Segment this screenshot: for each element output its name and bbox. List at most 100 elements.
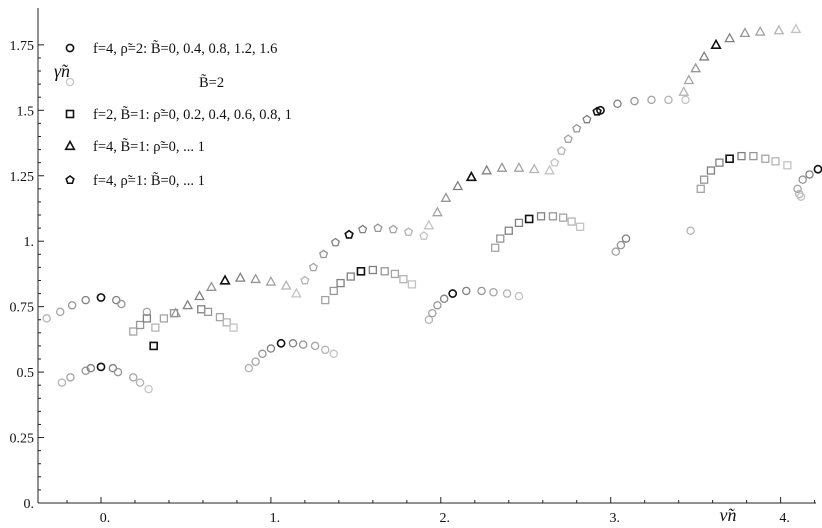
square-point [524, 214, 534, 224]
x-tick-label: 0. [100, 511, 111, 526]
triangle-point [754, 25, 766, 36]
circle-point [462, 286, 471, 296]
square-point [159, 314, 169, 323]
y-tick-label: 0.25 [10, 432, 35, 447]
triangle-point [690, 62, 702, 73]
legend-pentagon-marker [65, 175, 75, 185]
circle-point [276, 338, 286, 348]
triangle-point [710, 38, 722, 49]
pentagon-point [308, 262, 318, 272]
circle-point [144, 384, 153, 394]
circle-point [108, 363, 118, 373]
circle-point [813, 164, 822, 174]
circle-point [796, 192, 806, 201]
triangle-point [678, 86, 690, 96]
x-axis-title: ν̃n [720, 505, 737, 525]
square-point [558, 213, 568, 222]
square-point [725, 154, 734, 164]
circle-point [321, 345, 330, 355]
square-point [229, 323, 238, 332]
circle-point [489, 288, 498, 297]
square-point [215, 312, 225, 322]
square-point [536, 212, 546, 221]
triangle-point [528, 163, 540, 174]
x-tick-label: 4. [779, 511, 790, 526]
circle-point [258, 349, 267, 359]
triangle-point [170, 307, 182, 318]
y-axis-title: γ̃n [54, 61, 70, 81]
triangle-point [250, 273, 262, 284]
square-point [197, 305, 206, 314]
axes: 0.0.250.50.751.1.251.51.750.1.2.3.4. [10, 8, 816, 526]
circle-point [135, 378, 145, 387]
legend: f=4, ρ̃=2: B̃=0, 0.4, 0.8, 1.2, 1.6B̃=2 f… [64, 40, 292, 189]
pentagon-point [318, 249, 329, 259]
triangle-point [739, 27, 751, 38]
triangle-point [496, 162, 508, 172]
square-point [575, 222, 585, 231]
circle-point [477, 286, 486, 296]
triangle-point [698, 50, 710, 61]
pentagon-point [563, 134, 573, 143]
circle-point [613, 99, 622, 109]
x-tick-label: 2. [440, 511, 451, 526]
pentagon-point [572, 123, 582, 133]
square-point [548, 212, 558, 221]
triangle-point [683, 74, 695, 85]
circle-point [244, 363, 254, 373]
circle-point [57, 378, 67, 387]
triangle-point [440, 192, 452, 202]
square-point [203, 307, 213, 317]
pentagon-point [388, 224, 398, 234]
triangle-point [265, 275, 277, 286]
triangle-point [290, 287, 302, 298]
triangle-point [432, 206, 443, 217]
pentagon-point [344, 229, 354, 239]
circle-point [630, 96, 639, 106]
circle-point [67, 301, 77, 310]
y-tick-label: 0.75 [10, 301, 35, 316]
circle-point [681, 95, 690, 105]
triangle-point [206, 281, 217, 291]
circle-point [81, 366, 90, 376]
circle-point [616, 240, 626, 250]
triangle-point [194, 290, 205, 301]
circle-point [433, 301, 442, 310]
y-tick-label: 1.5 [17, 104, 35, 119]
circle-point [288, 339, 298, 348]
legend-entry-label: f=4, ρ̃=1: B̃=0, ... 1 [93, 172, 205, 189]
square-point [149, 341, 158, 351]
circle-point [113, 367, 123, 377]
legend-entry-label: B̃=2 [199, 74, 224, 91]
triangle-point [790, 23, 802, 34]
legend-entry-label: f=4, B̃=1: ρ̃=0, ... 1 [93, 138, 205, 155]
square-point [390, 269, 400, 279]
square-point [737, 151, 746, 161]
square-point [491, 243, 500, 252]
y-tick-label: 1.75 [10, 39, 35, 54]
square-point [749, 151, 758, 161]
square-point [129, 327, 138, 336]
circle-point [96, 362, 106, 372]
square-point [321, 295, 330, 305]
circle-point [251, 357, 260, 366]
triangle-point [544, 164, 555, 175]
triangle-point [481, 164, 493, 175]
square-point [135, 320, 145, 330]
square-point [699, 175, 709, 184]
triangle-point [724, 32, 736, 43]
circle-point [266, 344, 276, 353]
y-tick-label: 1.25 [10, 170, 35, 185]
circle-point [424, 315, 434, 324]
square-point [380, 267, 389, 276]
circle-point [86, 363, 96, 373]
circle-point [66, 373, 75, 382]
triangle-point [465, 170, 478, 182]
circle-point [439, 294, 449, 304]
legend-square-marker [65, 109, 75, 119]
pentagon-point [358, 224, 368, 234]
circle-point [502, 289, 512, 298]
square-point [222, 318, 231, 327]
circle-point [798, 175, 807, 184]
legend-entry-label: f=4, ρ̃=2: B̃=0, 0.4, 0.8, 1.2, 1.6 [93, 40, 277, 57]
